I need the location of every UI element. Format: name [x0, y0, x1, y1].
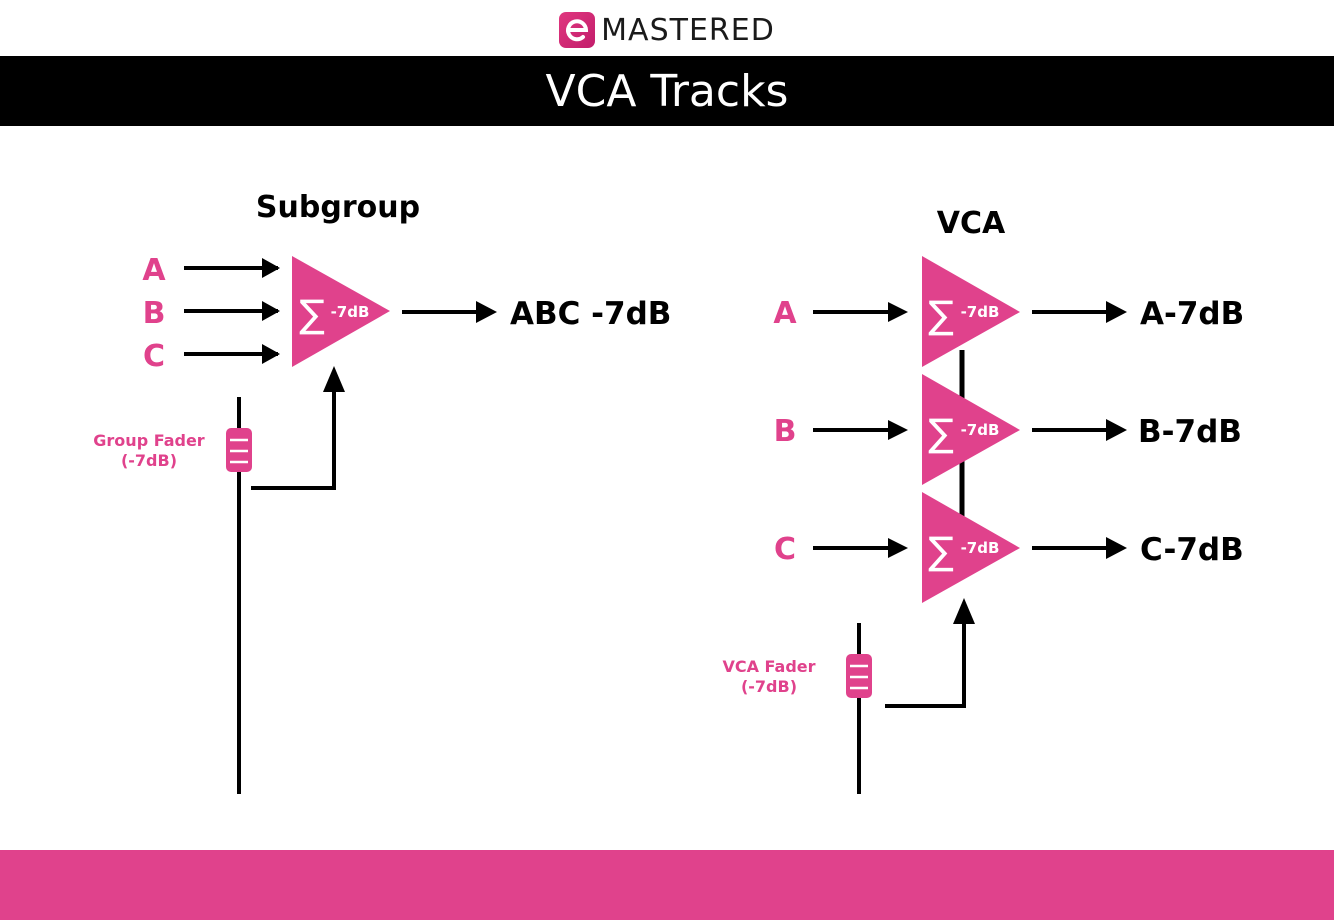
vca-fader-label: VCA Fader [722, 657, 815, 676]
brand-header: MASTERED [0, 8, 1334, 52]
vca-fader[interactable] [846, 623, 872, 794]
page-title: VCA Tracks [545, 65, 789, 117]
subgroup-output-label: ABC -7dB [510, 296, 671, 332]
vca-summer-c-label: -7dB [961, 539, 1000, 557]
brand-logo-icon [559, 12, 596, 48]
vca-channel-a: A ∑ -7dB A-7dB [773, 256, 1244, 367]
sigma-icon: ∑ [928, 529, 954, 573]
vca-fader-value: (-7dB) [741, 677, 797, 696]
title-bar: VCA Tracks [0, 56, 1334, 126]
vca-summer-b [922, 374, 1020, 485]
vca-input-b: B [774, 414, 797, 449]
vca-summer-b-label: -7dB [961, 421, 1000, 439]
sigma-icon: ∑ [299, 292, 325, 336]
vca-channel-c: C ∑ -7dB C-7dB [774, 492, 1244, 603]
subgroup-input-b: B [143, 296, 166, 331]
sigma-icon: ∑ [928, 293, 954, 337]
vca-input-c: C [774, 532, 796, 567]
vca-control-line [885, 612, 966, 708]
vca-output-b: B-7dB [1138, 414, 1242, 450]
subgroup-summer: ∑ -7dB [292, 256, 390, 367]
vca-summer-a-label: -7dB [961, 303, 1000, 321]
subgroup-input-a: A [142, 253, 166, 288]
subgroup-input-arrows [184, 258, 280, 364]
vca-summer-a [922, 256, 1020, 367]
sigma-icon: ∑ [928, 411, 954, 455]
vca-heading: VCA [937, 206, 1006, 241]
group-fader-label: Group Fader [93, 431, 205, 450]
footer-bar [0, 850, 1334, 920]
vca-summer-c [922, 492, 1020, 603]
summer-triangle [292, 256, 390, 367]
vca-output-a: A-7dB [1140, 296, 1244, 332]
vca-output-c: C-7dB [1140, 532, 1244, 568]
brand-name: MASTERED [601, 12, 775, 48]
subgroup-heading: Subgroup [256, 190, 420, 225]
summer-gain-label: -7dB [331, 303, 370, 321]
group-fader-value: (-7dB) [121, 451, 177, 470]
vca-channel-b: B ∑ -7dB B-7dB [774, 374, 1242, 485]
subgroup-input-c: C [143, 339, 165, 374]
group-control-line [251, 378, 336, 490]
vca-input-a: A [773, 296, 797, 331]
group-fader[interactable] [226, 397, 252, 794]
